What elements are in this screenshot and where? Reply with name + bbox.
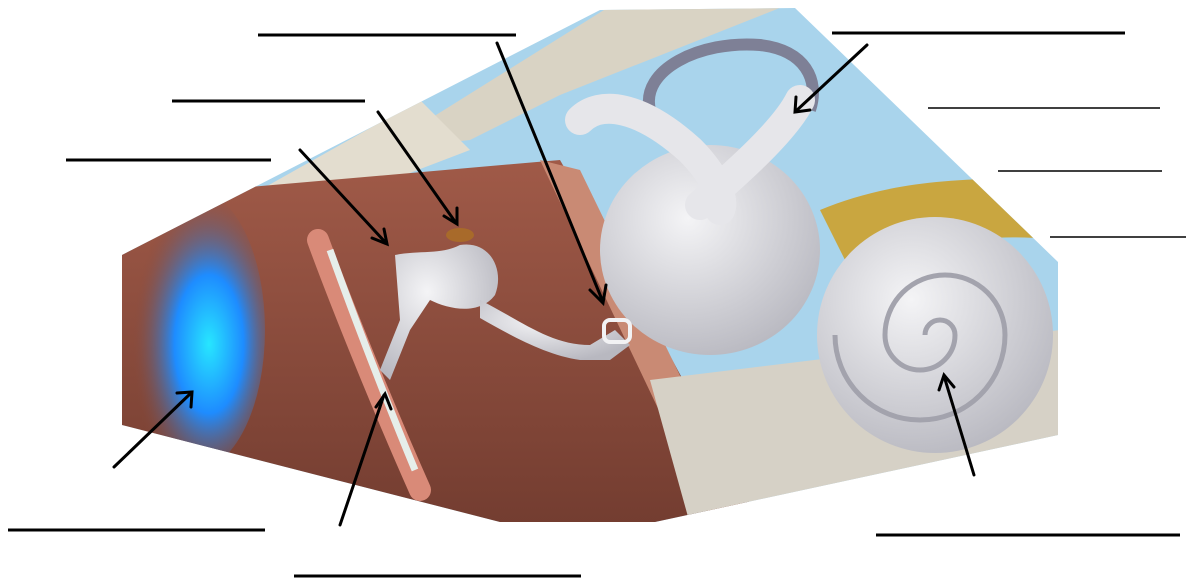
eardrum — [125, 190, 265, 470]
ligament-spot — [446, 228, 474, 242]
